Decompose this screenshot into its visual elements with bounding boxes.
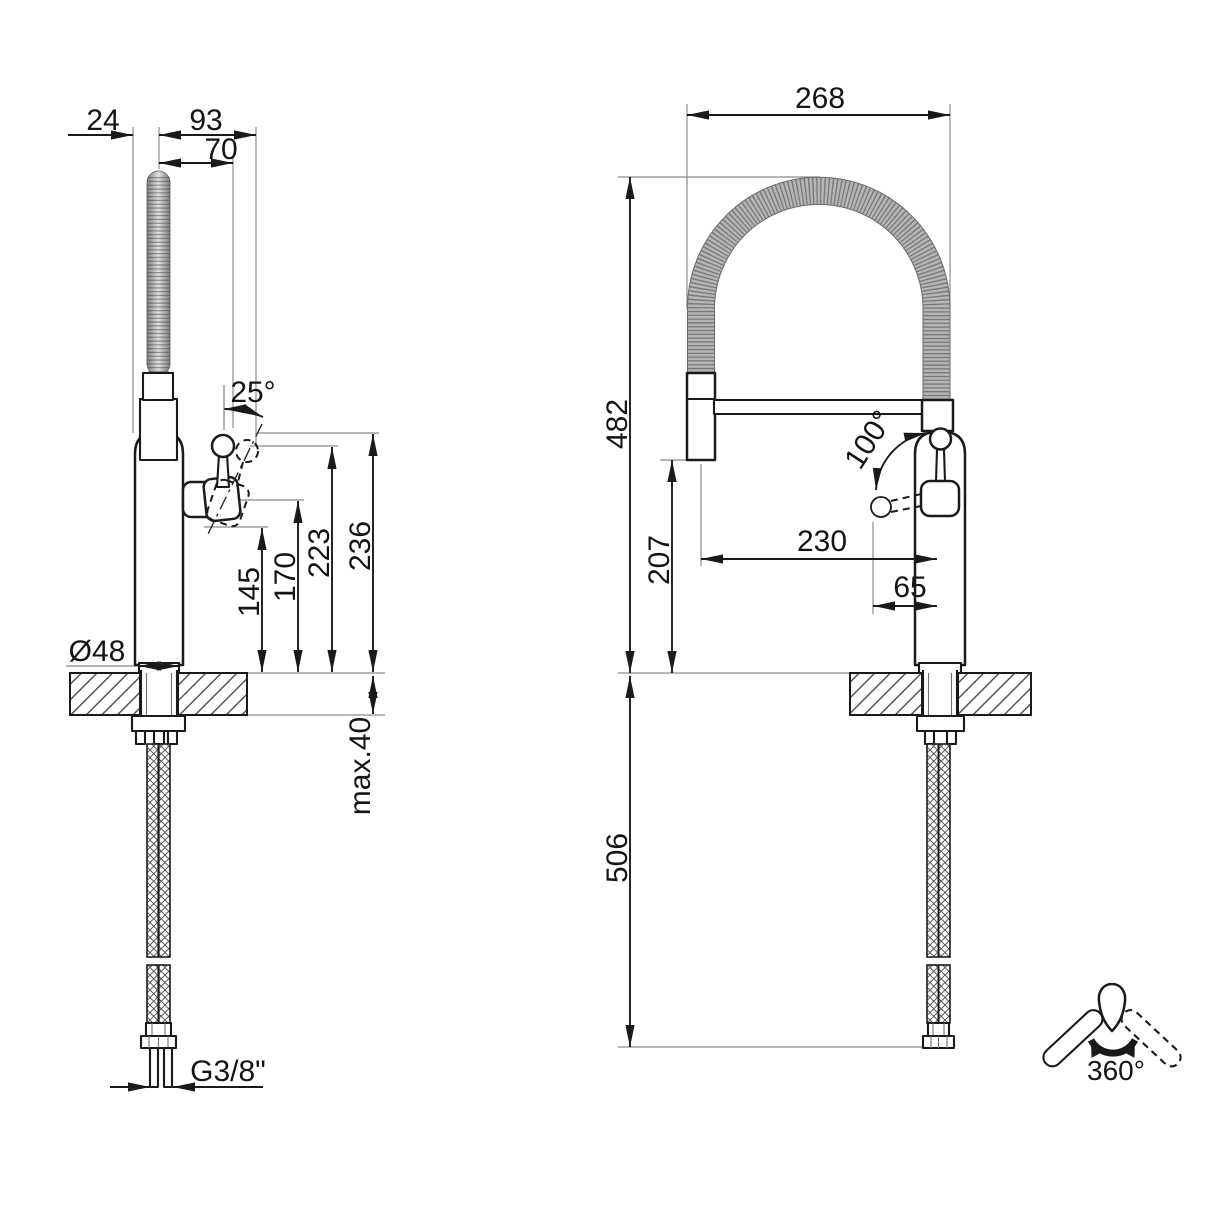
spring-hose-arch [687,176,951,400]
dim-label-diameter: Ø48 [69,635,126,668]
hose-sleeve [138,397,179,462]
dim-label-max40: max.40 [344,717,377,815]
dim-label-482: 482 [601,399,634,449]
rotation-icon: 360° [1042,982,1182,1086]
dim-label-223: 223 [303,528,336,578]
lever-ghost [1120,1009,1182,1068]
supply-hoses-side [139,743,178,1089]
hose-connector-front [920,398,955,433]
spring-hose-side [146,170,171,376]
dim-label-thread: G3/8" [190,1055,266,1088]
front-dimension-lines [625,110,950,1047]
dim-label-207: 207 [643,535,676,585]
front-view: 268 482 100° 230 65 207 506 [601,82,1032,1050]
side-extension-lines [66,127,385,716]
handle-front [870,427,961,518]
dim-label-236: 236 [344,521,377,571]
dim-label-65: 65 [893,571,926,604]
handle-grip [919,479,961,518]
dim-label-268: 268 [795,82,845,115]
dim-label-506: 506 [601,833,634,883]
mounting-hardware-side [130,714,187,746]
rotation-arrow-icon [1087,1038,1139,1058]
side-dimension-lines [68,130,378,1092]
dim-label-145: 145 [233,567,266,617]
handle-ball [210,433,236,459]
dim-label-24: 24 [86,104,119,137]
supply-hose-front [921,743,956,1050]
handle-side [202,433,242,523]
body-base-step-front [917,661,963,676]
countertop-side [69,670,248,716]
dim-label-93: 93 [189,104,222,137]
support-arm [712,398,926,416]
spout-holder [685,371,717,462]
handle-side-tilted [206,423,263,537]
faucet-body-side [133,430,185,667]
dim-label-70: 70 [204,133,237,166]
dim-label-100deg: 100° [838,405,899,475]
rotation-label: 360° [1087,1055,1145,1086]
handle-swivel-ghost [870,496,892,518]
countertop-front [849,670,1032,716]
hose-connector [141,371,175,402]
handle-ball-front [928,427,953,451]
mounting-hardware-front [915,714,966,746]
side-view: 24 93 70 25° 145 170 223 236 Ø48 max.40 … [66,104,385,1092]
spout-top-view [1097,982,1127,1033]
dim-label-25deg: 25° [230,376,275,409]
dim-label-170: 170 [269,552,302,602]
dim-label-230: 230 [797,525,847,558]
